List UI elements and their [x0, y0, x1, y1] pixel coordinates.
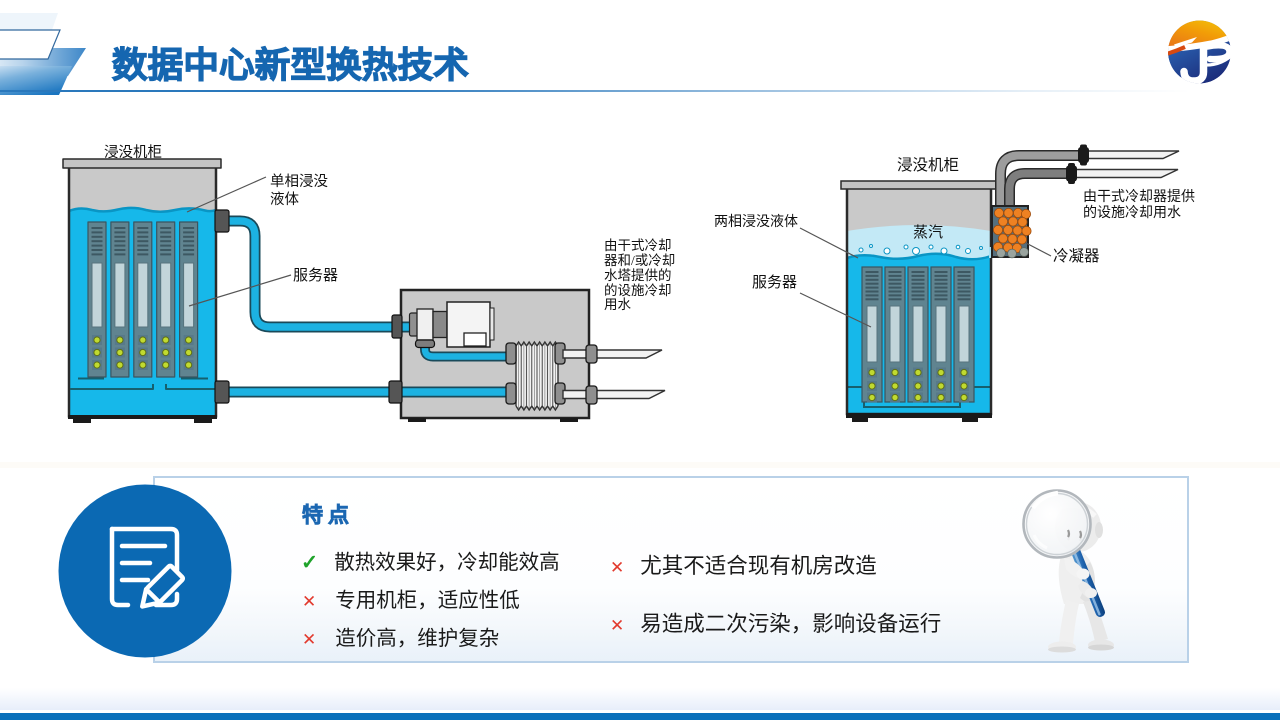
svg-text:的设施冷却: 的设施冷却: [604, 283, 672, 298]
svg-text:液体: 液体: [270, 191, 299, 208]
svg-text:水塔提供的: 水塔提供的: [604, 268, 672, 283]
svg-text:单相浸没: 单相浸没: [270, 173, 328, 190]
svg-text:浸没机柜: 浸没机柜: [104, 144, 162, 161]
svg-text:浸没机柜: 浸没机柜: [897, 156, 959, 174]
svg-text:由干式冷却: 由干式冷却: [604, 238, 672, 253]
svg-text:器和/或冷却: 器和/或冷却: [604, 253, 675, 268]
svg-text:服务器: 服务器: [752, 274, 797, 291]
svg-text:冷凝器: 冷凝器: [1053, 247, 1100, 265]
svg-text:服务器: 服务器: [293, 267, 338, 284]
svg-text:由干式冷却器提供: 由干式冷却器提供: [1083, 189, 1195, 205]
svg-text:蒸汽: 蒸汽: [913, 224, 943, 241]
svg-text:用水: 用水: [604, 297, 632, 312]
svg-text:两相浸没液体: 两相浸没液体: [714, 214, 798, 230]
svg-text:的设施冷却用水: 的设施冷却用水: [1083, 205, 1181, 221]
